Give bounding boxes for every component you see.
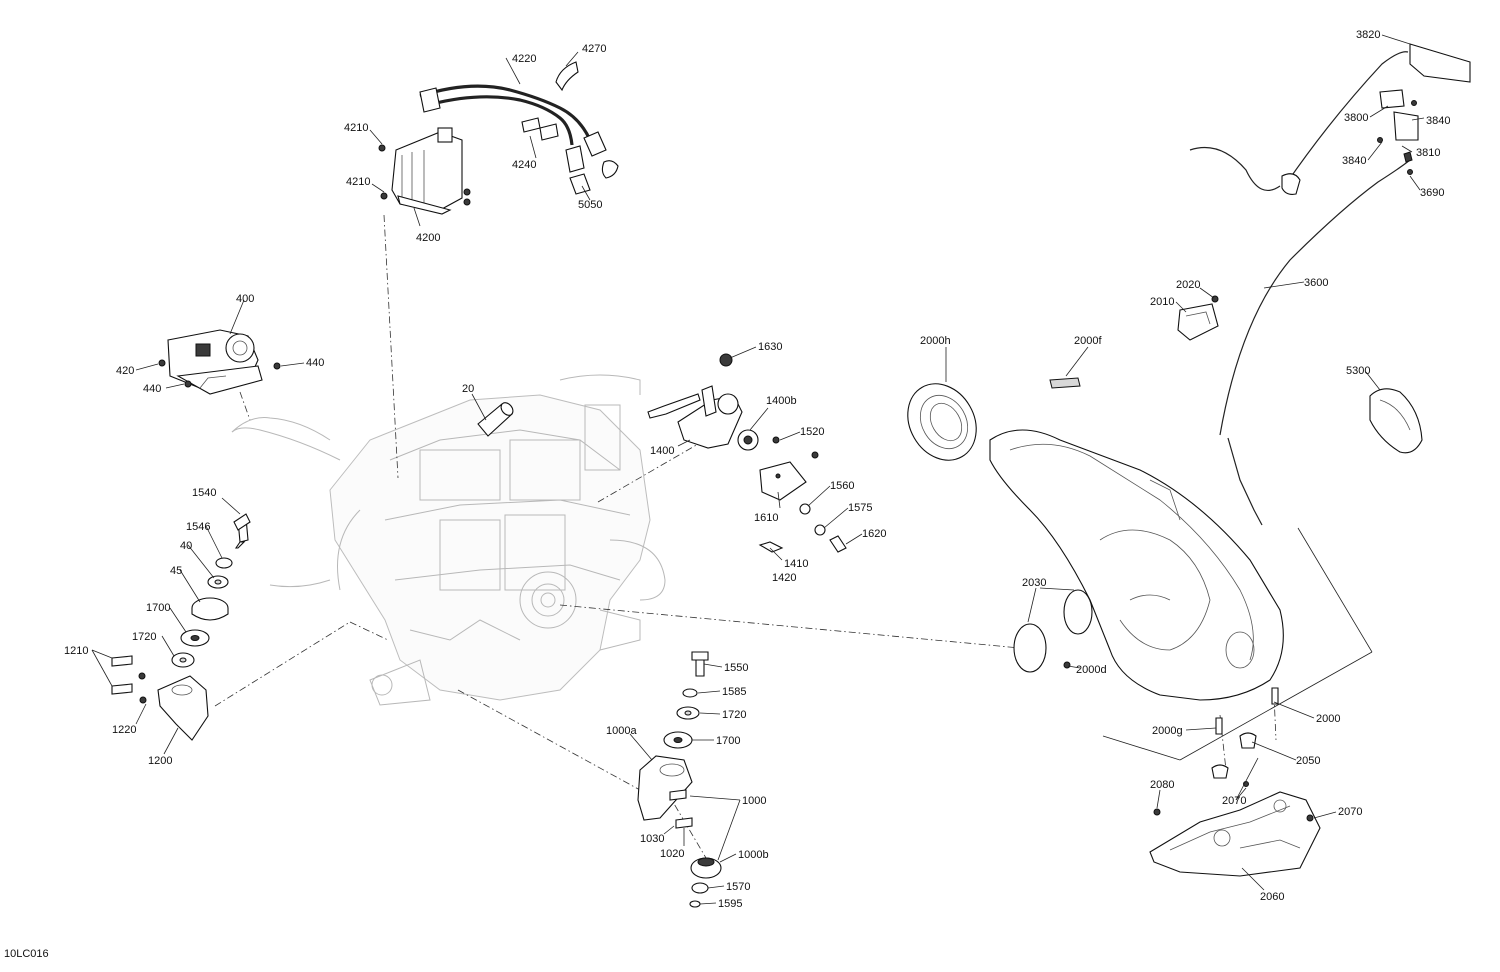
callout-20: 20 [462, 383, 474, 395]
callout-1030: 1030 [640, 833, 664, 845]
engine-mount-1000 [637, 651, 722, 908]
base-plate-2060 [1149, 781, 1321, 877]
callout-2080: 2080 [1150, 779, 1174, 791]
callout-1700: 1700 [716, 735, 740, 747]
callout-2070: 2070 [1338, 806, 1362, 818]
module-400 [158, 329, 331, 441]
ignition-coil-assembly [391, 61, 619, 215]
callout-1560: 1560 [830, 480, 854, 492]
callout-2050: 2050 [1296, 755, 1320, 767]
callout-1000: 1000 [742, 795, 766, 807]
callout-1570: 1570 [726, 881, 750, 893]
callout-1700: 1700 [146, 602, 170, 614]
callout-2020: 2020 [1176, 279, 1200, 291]
callout-1420: 1420 [772, 572, 796, 584]
screw-4210-bottom [380, 192, 388, 200]
callout-2070: 2070 [1222, 795, 1246, 807]
callout-2000h: 2000h [920, 335, 951, 347]
callout-1210: 1210 [64, 645, 88, 657]
callout-3600: 3600 [1304, 277, 1328, 289]
callout-1400: 1400 [650, 445, 674, 457]
callout-1546: 1546 [186, 521, 210, 533]
callout-1585: 1585 [722, 686, 746, 698]
callout-1720: 1720 [132, 631, 156, 643]
assembly-lines [214, 214, 1277, 859]
callout-1020: 1020 [660, 848, 684, 860]
callout-400: 400 [236, 293, 254, 305]
document-code: 10LC016 [4, 948, 49, 960]
callout-4210: 4210 [346, 176, 370, 188]
callout-3840: 3840 [1342, 155, 1366, 167]
callout-1610: 1610 [754, 512, 778, 524]
airbox-2000 [907, 377, 1284, 779]
callout-3840: 3840 [1426, 115, 1450, 127]
callout-420: 420 [116, 365, 134, 377]
bracket-2010 [1177, 295, 1219, 341]
engine-ghost [231, 374, 666, 706]
callout-2000g: 2000g [1152, 725, 1183, 737]
callout-1620: 1620 [862, 528, 886, 540]
cover-5300 [1369, 388, 1423, 454]
callout-1540: 1540 [192, 487, 216, 499]
screw-4210-top [378, 144, 386, 152]
pin-20 [477, 402, 514, 437]
callout-1220: 1220 [112, 724, 136, 736]
callout-5300: 5300 [1346, 365, 1370, 377]
callout-1520: 1520 [800, 426, 824, 438]
callout-2010: 2010 [1150, 296, 1174, 308]
callout-4270: 4270 [582, 43, 606, 55]
callout-1000a: 1000a [606, 725, 637, 737]
callout-45: 45 [170, 565, 182, 577]
callout-1720: 1720 [722, 709, 746, 721]
callout-2000d: 2000d [1076, 664, 1107, 676]
frame-reference-lines [1102, 527, 1373, 761]
callout-4220: 4220 [512, 53, 536, 65]
callout-labels: 3820 3800 3840 3840 3810 3690 3600 2020 … [64, 29, 1450, 910]
leader-lines [91, 34, 1425, 905]
engine-mount-1400 [647, 353, 847, 553]
callout-3810: 3810 [1416, 147, 1440, 159]
callout-3690: 3690 [1420, 187, 1444, 199]
callout-1595: 1595 [718, 898, 742, 910]
callout-3800: 3800 [1344, 112, 1368, 124]
callout-440: 440 [143, 383, 161, 395]
callout-4210: 4210 [344, 122, 368, 134]
callout-5050: 5050 [578, 199, 602, 211]
callout-2060: 2060 [1260, 891, 1284, 903]
callout-4240: 4240 [512, 159, 536, 171]
throttle-cable-assembly [1189, 43, 1471, 526]
callout-2000: 2000 [1316, 713, 1340, 725]
engine-mount-1200 [111, 513, 251, 741]
callout-1200: 1200 [148, 755, 172, 767]
callout-1000b: 1000b [738, 849, 769, 861]
callout-1630: 1630 [758, 341, 782, 353]
callout-1550: 1550 [724, 662, 748, 674]
callout-1400b: 1400b [766, 395, 797, 407]
callout-40: 40 [180, 540, 192, 552]
callout-1410: 1410 [784, 558, 808, 570]
callout-440: 440 [306, 357, 324, 369]
callout-4200: 4200 [416, 232, 440, 244]
callout-2030: 2030 [1022, 577, 1046, 589]
callout-1575: 1575 [848, 502, 872, 514]
callout-3820: 3820 [1356, 29, 1380, 41]
callout-2000f: 2000f [1074, 335, 1102, 347]
